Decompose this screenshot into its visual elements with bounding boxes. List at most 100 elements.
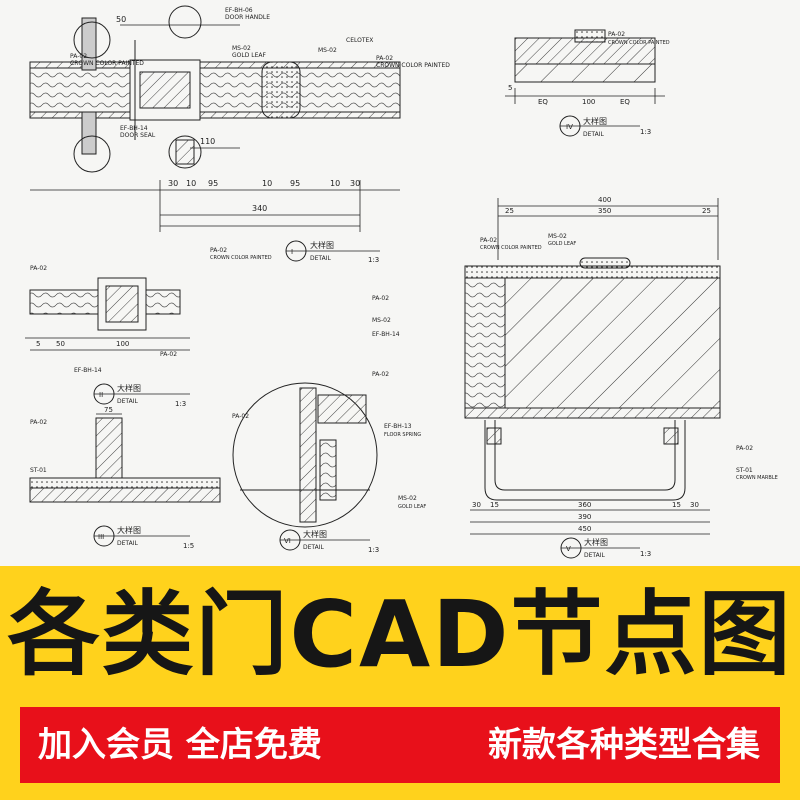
label-pa02-vi: PA-02	[232, 413, 249, 420]
detail-a-labels: PA-02 CROWN COLOR PAINTED EF-BH-14 DOOR …	[70, 7, 450, 139]
detail-v-sub: DETAIL	[584, 552, 605, 559]
label-ms02-v: MS-02	[548, 233, 567, 240]
label-ms02-v2: MS-02	[372, 317, 391, 324]
label-ef14-v: EF-BH-14	[372, 331, 400, 338]
label-door-handle-a: DOOR HANDLE	[225, 14, 270, 21]
label-door-seal-a: DOOR SEAL	[120, 132, 156, 139]
label-ms02-vi: MS-02	[398, 495, 417, 502]
label-crown-v: CROWN COLOR PAINTED	[480, 245, 542, 251]
label-crown-a: CROWN COLOR PAINTED	[70, 60, 144, 67]
detail-iv-scale: 1:3	[640, 128, 651, 136]
label-pa02-a: PA-02	[70, 53, 87, 60]
label-gold-v: GOLD LEAF	[548, 241, 576, 247]
label-pa02-v: PA-02	[480, 237, 497, 244]
detail-vi-text: PA-02 EF-BH-13 FLOOR SPRING MS-02 GOLD L…	[232, 413, 426, 554]
label-pa02-v4: PA-02	[736, 445, 753, 452]
label-crown-i: CROWN COLOR PAINTED	[210, 255, 272, 261]
label-crown-marble-v: CROWN MARBLE	[736, 475, 778, 481]
dim-a-4: 95	[290, 179, 300, 188]
detail-i-num: I	[291, 248, 293, 256]
detail-i-section	[25, 240, 380, 351]
label-pa02-a2: PA-02	[376, 55, 393, 62]
detail-vi-sub: DETAIL	[303, 544, 324, 551]
detail-i-text: I 大样图 DETAIL 1:3 5 50 100 PA-02 CROWN CO…	[30, 240, 379, 374]
label-pa02-iv: PA-02	[608, 31, 625, 38]
dim-d-2: 100	[116, 340, 129, 348]
dim-e: 75	[104, 406, 113, 414]
detail-ii-scale: 1:3	[175, 400, 186, 408]
label-ef06-a: EF-BH-06	[225, 7, 253, 14]
dim-c-bottom-2: 360	[578, 501, 591, 509]
label-pa02-i: PA-02	[210, 247, 227, 254]
label-ef14-i: EF-BH-14	[74, 367, 102, 374]
detail-i-label: 大样图	[310, 240, 334, 250]
dim-c-sub-0: 25	[505, 207, 514, 215]
promo-strip: 加入会员 全店免费 新款各种类型合集	[20, 707, 780, 783]
label-crown-a2: CROWN COLOR PAINTED	[376, 62, 450, 69]
detail-v-scale: 1:3	[640, 550, 651, 558]
label-st01-iii: ST-01	[30, 467, 47, 474]
label-floor-spring-vi: FLOOR SPRING	[384, 432, 421, 438]
detail-vi-section	[232, 382, 378, 551]
promo-right-text: 新款各种类型合集	[488, 725, 760, 765]
detail-ii-label: 大样图	[117, 383, 141, 393]
detail-iii-text: 75 PA-02 ST-01 III 大样图 DETAIL 1:5	[30, 406, 194, 550]
label-ms02-a2: MS-02	[318, 47, 337, 54]
label-pa02-i2: PA-02	[30, 265, 47, 272]
detail-a-section	[29, 5, 401, 232]
detail-ii-text: II 大样图 DETAIL 1:3	[99, 383, 186, 408]
dim-b-1: 100	[582, 98, 595, 106]
detail-ii-caption	[93, 383, 190, 405]
label-pa02-v3: PA-02	[372, 371, 389, 378]
detail-iv-text: EQ 100 EQ 5 PA-02 CROWN COLOR PAINTED IV…	[508, 31, 670, 138]
dim-b-0: EQ	[538, 98, 548, 106]
dim-c-bottom-3: 15	[672, 501, 681, 509]
detail-a-dimensions: 30 10 95 10 95 10 30 340 50 110	[116, 15, 360, 213]
detail-iv-sub: DETAIL	[583, 131, 604, 138]
detail-i-sub: DETAIL	[310, 255, 331, 262]
label-ef13-vi: EF-BH-13	[384, 423, 412, 430]
dim-a-top: 50	[116, 15, 126, 24]
label-ms02-a: MS-02	[232, 45, 251, 52]
label-crown-iv: CROWN COLOR PAINTED	[608, 40, 670, 46]
dim-b-top: 5	[508, 84, 512, 92]
detail-i-scale: 1:3	[368, 256, 379, 264]
label-st01-v: ST-01	[736, 467, 753, 474]
dim-a-2: 95	[208, 179, 218, 188]
dim-d-1: 50	[56, 340, 65, 348]
detail-vi-label: 大样图	[303, 529, 327, 539]
dim-a-mid: 110	[200, 137, 215, 146]
label-pa02-v2: PA-02	[372, 295, 389, 302]
dim-a-total: 340	[252, 204, 267, 213]
promo-left-text: 加入会员 全店免费	[38, 725, 322, 765]
dim-c-bottom-4: 30	[690, 501, 699, 509]
dim-c-top: 400	[598, 196, 611, 204]
label-gold-vi: GOLD LEAF	[398, 504, 426, 510]
dim-c-sub-2: 25	[702, 207, 711, 215]
detail-iii-label: 大样图	[117, 525, 141, 535]
dim-c-bottom-sub-0: 390	[578, 513, 591, 521]
label-pa02-i3: PA-02	[160, 351, 177, 358]
detail-iv-num: IV	[566, 123, 573, 131]
detail-v-section	[464, 198, 721, 559]
detail-v-label: 大样图	[584, 537, 608, 547]
detail-ii-num: II	[99, 391, 103, 399]
dim-a-3: 10	[262, 179, 272, 188]
detail-iii-sub: DETAIL	[117, 540, 138, 547]
dim-a-0: 30	[168, 179, 178, 188]
dim-a-1: 10	[186, 179, 196, 188]
label-celotex-a: CELOTEX	[346, 37, 373, 44]
detail-vi-num: VI	[284, 537, 291, 545]
dim-b-2: EQ	[620, 98, 630, 106]
dim-a-6: 30	[350, 179, 360, 188]
dim-c-bottom-0: 30	[472, 501, 481, 509]
detail-iv-section	[505, 29, 665, 137]
detail-iii-num: III	[98, 533, 104, 541]
dim-c-bottom-1: 15	[490, 501, 499, 509]
cad-drawing-sheet: 30 10 95 10 95 10 30 340 50 110 PA-02 CR…	[25, 5, 778, 559]
detail-ii-sub: DETAIL	[117, 398, 138, 405]
dim-c-sub-1: 350	[598, 207, 611, 215]
detail-iv-label: 大样图	[583, 116, 607, 126]
detail-v-num: V	[566, 545, 571, 553]
dim-a-5: 10	[330, 179, 340, 188]
